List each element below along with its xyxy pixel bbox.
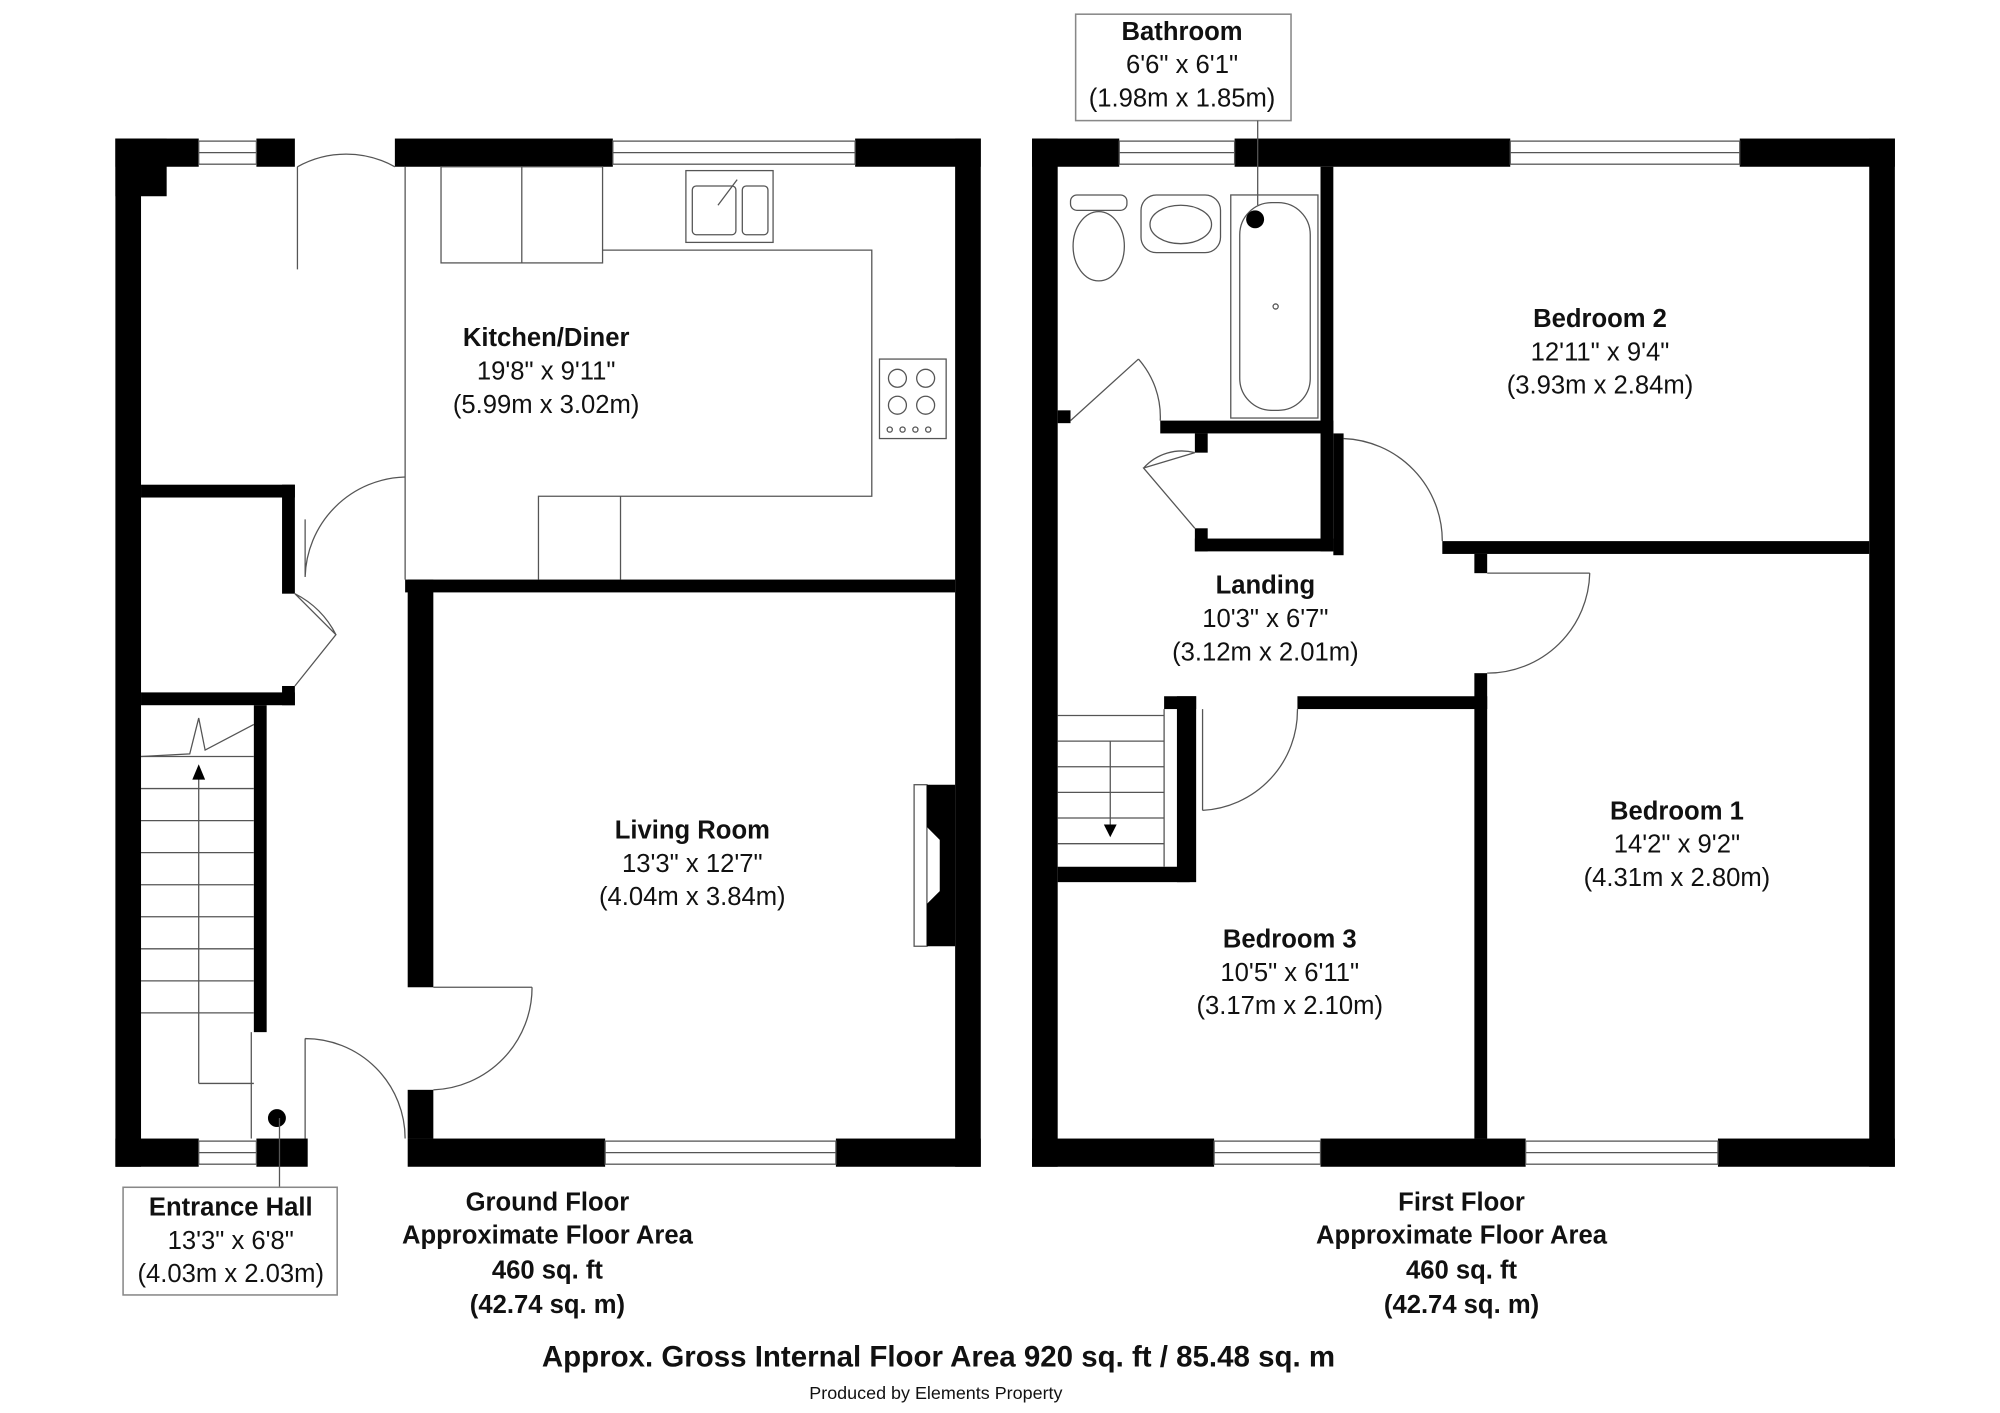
front-door — [304, 1037, 406, 1139]
floor-area-sqft: 460 sq. ft — [492, 1256, 604, 1284]
room-label-landing: Landing 10'3" x 6'7" (3.12m x 2.01m) — [1172, 572, 1359, 667]
window — [1213, 1140, 1322, 1165]
room-label-kitchen: Kitchen/Diner 19'8" x 9'11" (5.99m x 3.0… — [453, 324, 640, 419]
first-floor-area: First Floor Approximate Floor Area 460 s… — [1316, 1188, 1608, 1319]
room-name: Bedroom 1 — [1610, 797, 1744, 825]
room-size-imperial: 6'6" x 6'1" — [1126, 51, 1238, 79]
bath-icon — [1230, 194, 1319, 419]
kitchen-units — [440, 166, 947, 580]
living-room-door — [433, 986, 533, 1091]
toilet-icon — [1069, 194, 1128, 282]
room-size-imperial: 12'11" x 9'4" — [1531, 338, 1670, 366]
room-size-metric: (4.03m x 2.03m) — [137, 1260, 324, 1288]
room-name: Landing — [1216, 572, 1316, 600]
gross-floor-area: Approx. Gross Internal Floor Area 920 sq… — [542, 1341, 1335, 1374]
ground-floor-plan — [115, 138, 981, 1190]
back-door — [296, 153, 396, 270]
bedroom3-door — [1201, 709, 1299, 811]
producer-credit: Produced by Elements Property — [809, 1383, 1062, 1403]
fireplace — [913, 784, 956, 947]
room-size-imperial: 13'3" x 12'7" — [622, 850, 763, 878]
staircase — [1057, 709, 1165, 867]
room-size-imperial: 10'5" x 6'11" — [1220, 959, 1359, 987]
floor-area-sqft: 460 sq. ft — [1406, 1256, 1518, 1284]
room-label-bathroom: Bathroom 6'6" x 6'1" (1.98m x 1.85m) — [1074, 13, 1292, 206]
room-size-imperial: 10'3" x 6'7" — [1202, 605, 1328, 633]
kitchen-door — [304, 476, 406, 578]
room-size-metric: (3.93m x 2.84m) — [1507, 372, 1694, 400]
floor-subtitle: Approximate Floor Area — [402, 1222, 694, 1250]
room-size-metric: (3.12m x 2.01m) — [1172, 638, 1359, 666]
room-name: Bedroom 2 — [1533, 305, 1667, 333]
floor-title: First Floor — [1398, 1188, 1525, 1216]
sink-icon — [685, 169, 774, 244]
room-size-metric: (1.98m x 1.85m) — [1089, 85, 1276, 113]
bedroom2-door — [1343, 437, 1443, 542]
room-size-imperial: 19'8" x 9'11" — [477, 358, 616, 386]
bedroom1-door — [1487, 572, 1591, 674]
room-size-imperial: 14'2" x 9'2" — [1614, 831, 1740, 859]
ground-floor-area: Ground Floor Approximate Floor Area 460 … — [402, 1188, 694, 1319]
window — [198, 140, 258, 165]
room-size-metric: (4.31m x 2.80m) — [1584, 864, 1771, 892]
cupboard-door — [1142, 450, 1196, 529]
room-name: Bedroom 3 — [1223, 926, 1357, 954]
window — [1525, 1140, 1719, 1165]
room-label-entrance-hall: Entrance Hall 13'3" x 6'8" (4.03m x 2.03… — [122, 1186, 338, 1296]
room-size-metric: (3.17m x 2.10m) — [1196, 992, 1383, 1020]
room-name: Living Room — [615, 817, 770, 845]
hob-icon — [878, 358, 947, 440]
room-size-metric: (5.99m x 3.02m) — [453, 391, 640, 419]
room-name: Bathroom — [1122, 18, 1243, 46]
room-name: Kitchen/Diner — [463, 324, 630, 352]
floor-area-sqm: (42.74 sq. m) — [1384, 1291, 1539, 1319]
meter-dot — [267, 1109, 286, 1128]
room-size-metric: (4.04m x 3.84m) — [599, 883, 786, 911]
window — [604, 1140, 837, 1165]
room-label-living: Living Room 13'3" x 12'7" (4.04m x 3.84m… — [599, 817, 786, 912]
floor-area-sqm: (42.74 sq. m) — [470, 1291, 625, 1319]
basin-icon — [1140, 194, 1222, 254]
floor-title: Ground Floor — [466, 1188, 630, 1216]
room-label-bedroom1: Bedroom 1 14'2" x 9'2" (4.31m x 2.80m) — [1584, 797, 1771, 892]
window — [612, 140, 856, 165]
staircase — [140, 705, 267, 1139]
bathroom-door — [1070, 358, 1161, 422]
room-label-bedroom2: Bedroom 2 12'11" x 9'4" (3.93m x 2.84m) — [1507, 305, 1694, 400]
window — [198, 1140, 258, 1165]
room-size-imperial: 13'3" x 6'8" — [168, 1227, 294, 1255]
window — [1118, 140, 1236, 165]
window — [1509, 140, 1741, 165]
room-label-bedroom3: Bedroom 3 10'5" x 6'11" (3.17m x 2.10m) — [1196, 926, 1383, 1021]
first-floor-plan — [1032, 138, 1895, 1167]
room-name: Entrance Hall — [149, 1193, 313, 1221]
cupboard-door — [294, 593, 337, 687]
floor-subtitle: Approximate Floor Area — [1316, 1222, 1608, 1250]
